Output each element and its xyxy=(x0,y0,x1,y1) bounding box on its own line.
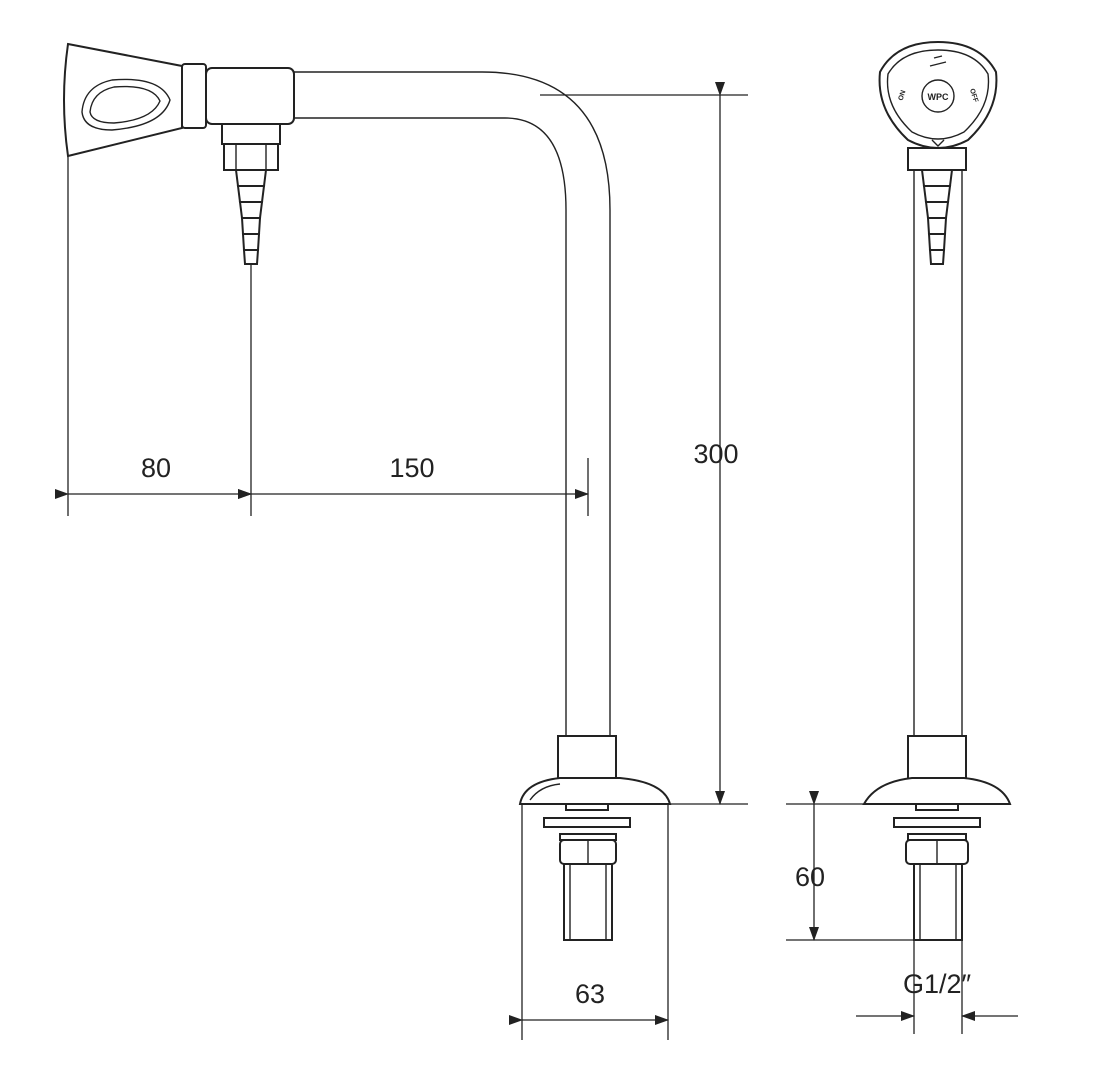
dim-label-150: 150 xyxy=(389,453,434,483)
valve-body xyxy=(181,63,295,171)
dim-label-300: 300 xyxy=(693,439,738,469)
dimension-labels: 80 150 300 63 60 G1/2″ xyxy=(141,439,972,1009)
base-assembly xyxy=(518,735,672,941)
dim-label-80: 80 xyxy=(141,453,171,483)
front-hose-nozzle xyxy=(920,169,954,265)
off-label: OFF xyxy=(968,88,979,104)
hose-nozzle xyxy=(234,169,268,265)
handle-badge: WPC ON OFF xyxy=(878,40,998,149)
dim-label-60: 60 xyxy=(795,862,825,892)
front-view: WPC ON OFF xyxy=(862,40,1012,941)
front-pipe xyxy=(913,170,963,736)
front-valve-body xyxy=(907,147,967,171)
front-base-assembly xyxy=(862,735,1012,941)
cone-handle xyxy=(63,42,183,158)
swan-neck-pipe xyxy=(294,71,611,736)
dim-label-63: 63 xyxy=(575,979,605,1009)
on-label: ON xyxy=(898,89,908,101)
dim-label-thread: G1/2″ xyxy=(903,969,972,999)
brand-label: WPC xyxy=(928,92,949,102)
dimension-lines xyxy=(55,82,1018,1040)
side-view xyxy=(63,42,672,941)
